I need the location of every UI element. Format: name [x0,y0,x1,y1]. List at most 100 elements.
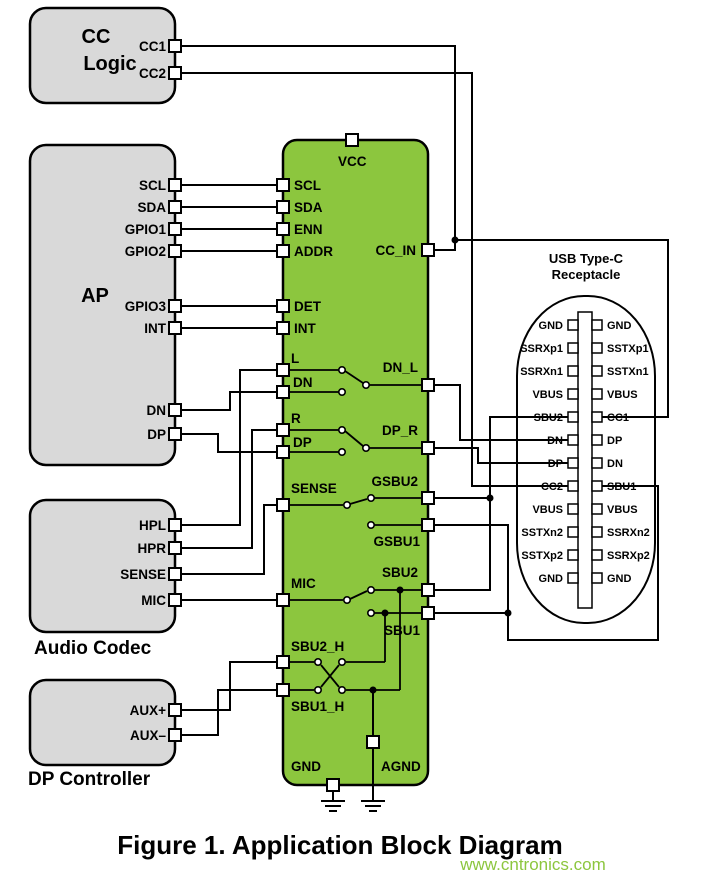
wire-aux-plus [181,661,277,711]
pin-chip-sense [276,498,290,512]
rec-left-label: SSTXn2 [521,527,563,539]
junction-dot [486,494,494,502]
pin-ap-int [168,321,182,335]
wire-cc2 [181,72,568,487]
wires [181,45,669,812]
chip-sbu1-label: SBU1 [384,623,421,638]
wire-dp-r [434,447,568,464]
rec-left-label: CC2 [541,481,563,493]
rpin-left-cc2 [567,480,579,492]
rec-left-label: VBUS [532,389,563,401]
switch-contact [313,685,322,694]
rpin-right-ssrxn2 [591,526,603,538]
receptacle-tongue [577,311,593,609]
switch-contact [366,585,375,594]
pin-chip-sbu2h [276,655,290,669]
rec-left-label: SSRXn1 [520,366,563,378]
ap-pin-label: INT [144,321,167,336]
audio-codec-title: Audio Codec [34,638,152,659]
dpc-pin-label: AUX– [130,728,167,743]
rpin-right-sstxp1 [591,342,603,354]
junction-dot [504,609,512,617]
switch-contact [337,685,346,694]
pin-chip-agnd [366,735,380,749]
chip-dpr-label: DP_R [382,423,418,438]
rpin-right-ssrxp2 [591,549,603,561]
chip-ccin-label: CC_IN [375,243,416,258]
rpin-left-gnd1 [567,319,579,331]
ap-pin-label: GPIO2 [125,244,166,259]
chip-pin-label: ADDR [294,244,333,259]
chip-pin-label: SCL [294,178,321,193]
chip-dp-label: DP [293,435,312,450]
cc-logic-title-line2: Logic [83,53,136,75]
rec-right-label: CC1 [607,412,629,424]
pin-squares [168,39,603,792]
rec-left-label: DN [547,435,563,447]
pin-aux-minus [168,728,182,742]
pin-chip-r [276,423,290,437]
wire-agnd [361,690,385,812]
rec-right-label: DP [607,435,622,447]
switch-sense-lines [289,497,422,526]
chip-sense-label: SENSE [291,481,337,496]
ap-pin-label: DP [147,427,166,442]
pin-ap-dn [168,403,182,417]
chip-vcc-label: VCC [338,154,367,169]
rpin-right-dp [591,434,603,446]
pin-chip-gsbu2 [421,491,435,505]
pin-codec-hpr [168,541,182,555]
switch-contact [361,443,370,452]
pin-chip-l [276,363,290,377]
receptacle-title-line2: Receptacle [552,267,621,282]
ap-pin-label: SDA [137,200,166,215]
ap-title: AP [81,285,109,307]
chip-agnd-label: AGND [381,759,421,774]
pin-chip-gnd [326,778,340,792]
cc2-label: CC2 [139,66,166,81]
switch-sense [289,493,422,529]
switch-contact [366,520,375,529]
rec-left-label: VBUS [532,504,563,516]
rpin-left-sstxn2 [567,526,579,538]
junction-dot [381,609,389,617]
rpin-left-sstxp2 [567,549,579,561]
rec-right-label: DN [607,458,623,470]
wire-dn-l [434,384,568,441]
pin-cc2 [168,66,182,80]
switch-contact [313,657,322,666]
wire-sbu1-net [434,485,659,641]
wire-hpl [181,369,277,526]
pin-ap-gpio2 [168,244,182,258]
pin-codec-sense [168,567,182,581]
wire-ap-dn [181,391,277,411]
rec-left-label: SSRXp1 [520,343,563,355]
pin-ap-gpio1 [168,222,182,236]
chip-gsbu2-label: GSBU2 [371,474,418,489]
pin-chip-sbu2 [421,583,435,597]
pin-chip-ccin [421,243,435,257]
junction-dot [369,686,377,694]
ap-pin-label: DN [147,403,167,418]
rpin-left-vbus1 [567,388,579,400]
switch-contact [337,657,346,666]
pin-chip-det [276,299,290,313]
block-cc-logic [28,6,177,105]
codec-pin-label: HPL [139,518,166,533]
receptacle-title-line1: USB Type-C [549,251,624,266]
pin-ap-sda [168,200,182,214]
pin-codec-mic [168,593,182,607]
pin-chip-scl [276,178,290,192]
chip-gnd-label: GND [291,759,321,774]
rpin-right-cc1 [591,411,603,423]
switch-contact [361,380,370,389]
switch-dn-lines [289,369,422,393]
pin-chip-dn [276,385,290,399]
rpin-right-vbus1 [591,388,603,400]
ap-pin-label: GPIO1 [125,222,167,237]
rpin-left-ssrxp1 [567,342,579,354]
rpin-left-vbus2 [567,503,579,515]
pin-cc1 [168,39,182,53]
rpin-left-dn [567,434,579,446]
